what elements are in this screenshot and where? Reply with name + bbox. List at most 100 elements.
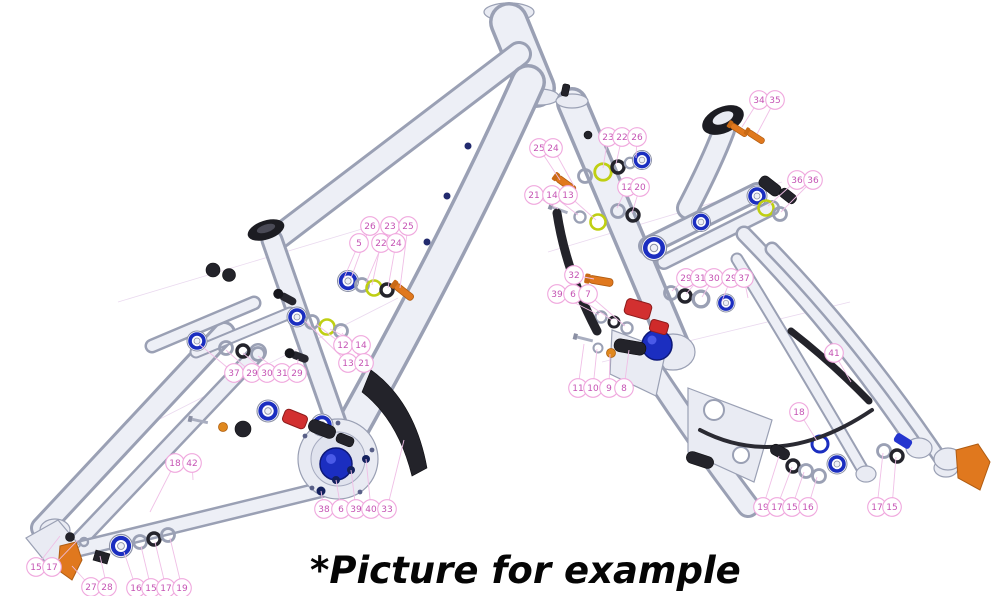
svg-text:35: 35 [769, 96, 780, 106]
svg-text:36: 36 [791, 176, 803, 186]
svg-text:19: 19 [757, 503, 769, 513]
callout-21: 21 [354, 353, 374, 373]
svg-text:12: 12 [621, 183, 632, 193]
rocker-link-right [638, 175, 797, 270]
seat-collar [247, 219, 285, 241]
svg-text:8: 8 [621, 384, 627, 394]
callout-15: 15 [882, 497, 902, 517]
svg-text:42: 42 [186, 459, 197, 469]
svg-text:32: 32 [568, 271, 579, 281]
svg-text:16: 16 [130, 584, 142, 594]
svg-text:17: 17 [160, 584, 171, 594]
svg-text:30: 30 [708, 274, 720, 284]
callout-7: 7 [578, 284, 598, 304]
svg-text:34: 34 [753, 96, 765, 106]
callout-38: 38 [314, 499, 334, 519]
callout-6: 6 [331, 499, 351, 519]
callout-14: 14 [351, 335, 371, 355]
callout-32: 32 [564, 265, 584, 285]
svg-text:15: 15 [786, 503, 797, 513]
callout-23: 23 [380, 216, 400, 236]
callout-26: 26 [627, 127, 647, 147]
svg-text:38: 38 [318, 505, 330, 515]
callout-41: 41 [824, 343, 844, 363]
svg-text:22: 22 [375, 239, 386, 249]
svg-text:28: 28 [101, 583, 113, 593]
callout-5: 5 [349, 233, 369, 253]
lower-shock-hardware [186, 398, 355, 448]
svg-text:17: 17 [771, 503, 782, 513]
callout-13: 13 [558, 185, 578, 205]
frame-illustration-right [546, 83, 991, 518]
callout-39: 39 [547, 284, 567, 304]
svg-text:23: 23 [384, 222, 395, 232]
svg-text:39: 39 [350, 505, 362, 515]
swingarm-links [25, 295, 337, 571]
dropout-hardware-right [770, 443, 991, 491]
callout-28: 28 [97, 577, 117, 596]
callout-17: 17 [42, 557, 62, 577]
callout-8: 8 [614, 378, 634, 398]
svg-text:13: 13 [342, 359, 353, 369]
front-triangle-tubes [260, 41, 546, 449]
svg-text:31: 31 [276, 369, 287, 379]
svg-text:24: 24 [390, 239, 402, 249]
svg-text:26: 26 [631, 133, 643, 143]
callout-30: 30 [704, 268, 724, 288]
svg-text:18: 18 [169, 459, 181, 469]
svg-text:18: 18 [793, 408, 805, 418]
svg-text:31: 31 [694, 274, 705, 284]
callout-37: 37 [734, 268, 754, 288]
svg-text:15: 15 [886, 503, 897, 513]
callout-33: 33 [377, 499, 397, 519]
callout-19: 19 [172, 578, 192, 596]
callout-20: 20 [630, 177, 650, 197]
callout-10: 10 [583, 378, 603, 398]
svg-text:22: 22 [616, 133, 627, 143]
svg-text:39: 39 [551, 290, 563, 300]
svg-text:14: 14 [355, 341, 367, 351]
svg-text:29: 29 [246, 369, 258, 379]
chain-guide-guard [361, 369, 428, 477]
callout-22: 22 [612, 127, 632, 147]
svg-text:17: 17 [46, 563, 57, 573]
svg-text:14: 14 [546, 191, 558, 201]
shock-hardware-right [571, 298, 670, 358]
svg-text:13: 13 [562, 191, 573, 201]
svg-text:7: 7 [585, 290, 591, 300]
svg-text:21: 21 [358, 359, 369, 369]
svg-text:19: 19 [176, 584, 188, 594]
callout-12: 12 [333, 335, 353, 355]
svg-text:21: 21 [528, 191, 539, 201]
example-caption: *Picture for example [310, 549, 741, 592]
svg-text:9: 9 [606, 384, 612, 394]
svg-text:30: 30 [261, 369, 273, 379]
callout-35: 35 [765, 90, 785, 110]
seatstay-arms [730, 225, 959, 483]
svg-text:25: 25 [402, 222, 413, 232]
svg-text:29: 29 [291, 369, 303, 379]
svg-text:6: 6 [338, 505, 344, 515]
callout-37: 37 [224, 363, 244, 383]
svg-text:36: 36 [807, 176, 819, 186]
rocker-pivot-hardware [185, 262, 311, 365]
svg-text:6: 6 [570, 290, 576, 300]
svg-text:5: 5 [356, 239, 362, 249]
derailleur-hanger-orange-right [955, 443, 991, 491]
svg-text:40: 40 [365, 505, 377, 515]
svg-text:29: 29 [680, 274, 692, 284]
callout-18: 18 [789, 402, 809, 422]
callout-26: 26 [360, 216, 380, 236]
svg-text:24: 24 [547, 144, 559, 154]
svg-text:16: 16 [802, 503, 814, 513]
svg-text:15: 15 [30, 563, 41, 573]
callout-25: 25 [398, 216, 418, 236]
svg-text:23: 23 [602, 133, 613, 143]
svg-text:27: 27 [85, 583, 96, 593]
svg-text:29: 29 [725, 274, 737, 284]
callout-24: 24 [386, 233, 406, 253]
svg-text:25: 25 [533, 144, 544, 154]
svg-text:33: 33 [381, 505, 392, 515]
